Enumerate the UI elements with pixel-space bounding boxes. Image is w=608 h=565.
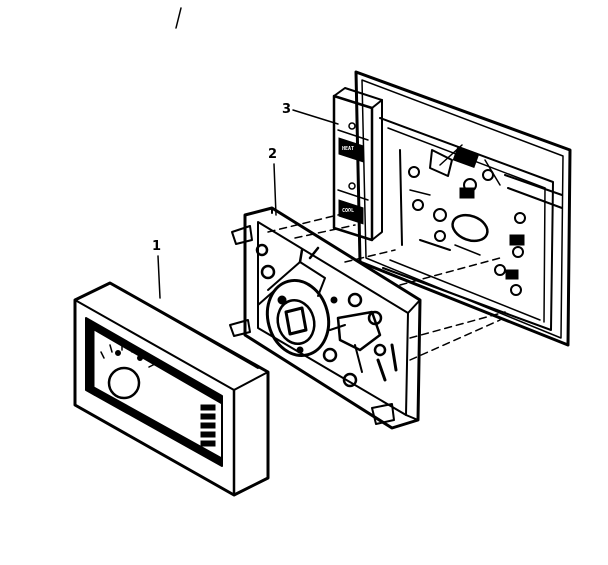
part-1-cover <box>73 281 270 497</box>
stray-mark <box>175 7 182 29</box>
callout-1: 1 <box>152 239 161 299</box>
callout-label: 2 <box>268 147 277 162</box>
svg-text:COOL: COOL <box>342 208 354 214</box>
callout-label: 3 <box>282 102 291 117</box>
callout-2: 2 <box>268 147 277 216</box>
callout-label: 1 <box>152 239 161 254</box>
alignment-lines <box>267 211 506 361</box>
part-2-base-plate <box>229 206 422 430</box>
callout-3: 3 <box>282 102 339 125</box>
dial-icon <box>107 366 141 400</box>
svg-text:HEAT: HEAT <box>342 146 354 152</box>
part-3-subbase: HEAT COOL <box>332 70 572 347</box>
